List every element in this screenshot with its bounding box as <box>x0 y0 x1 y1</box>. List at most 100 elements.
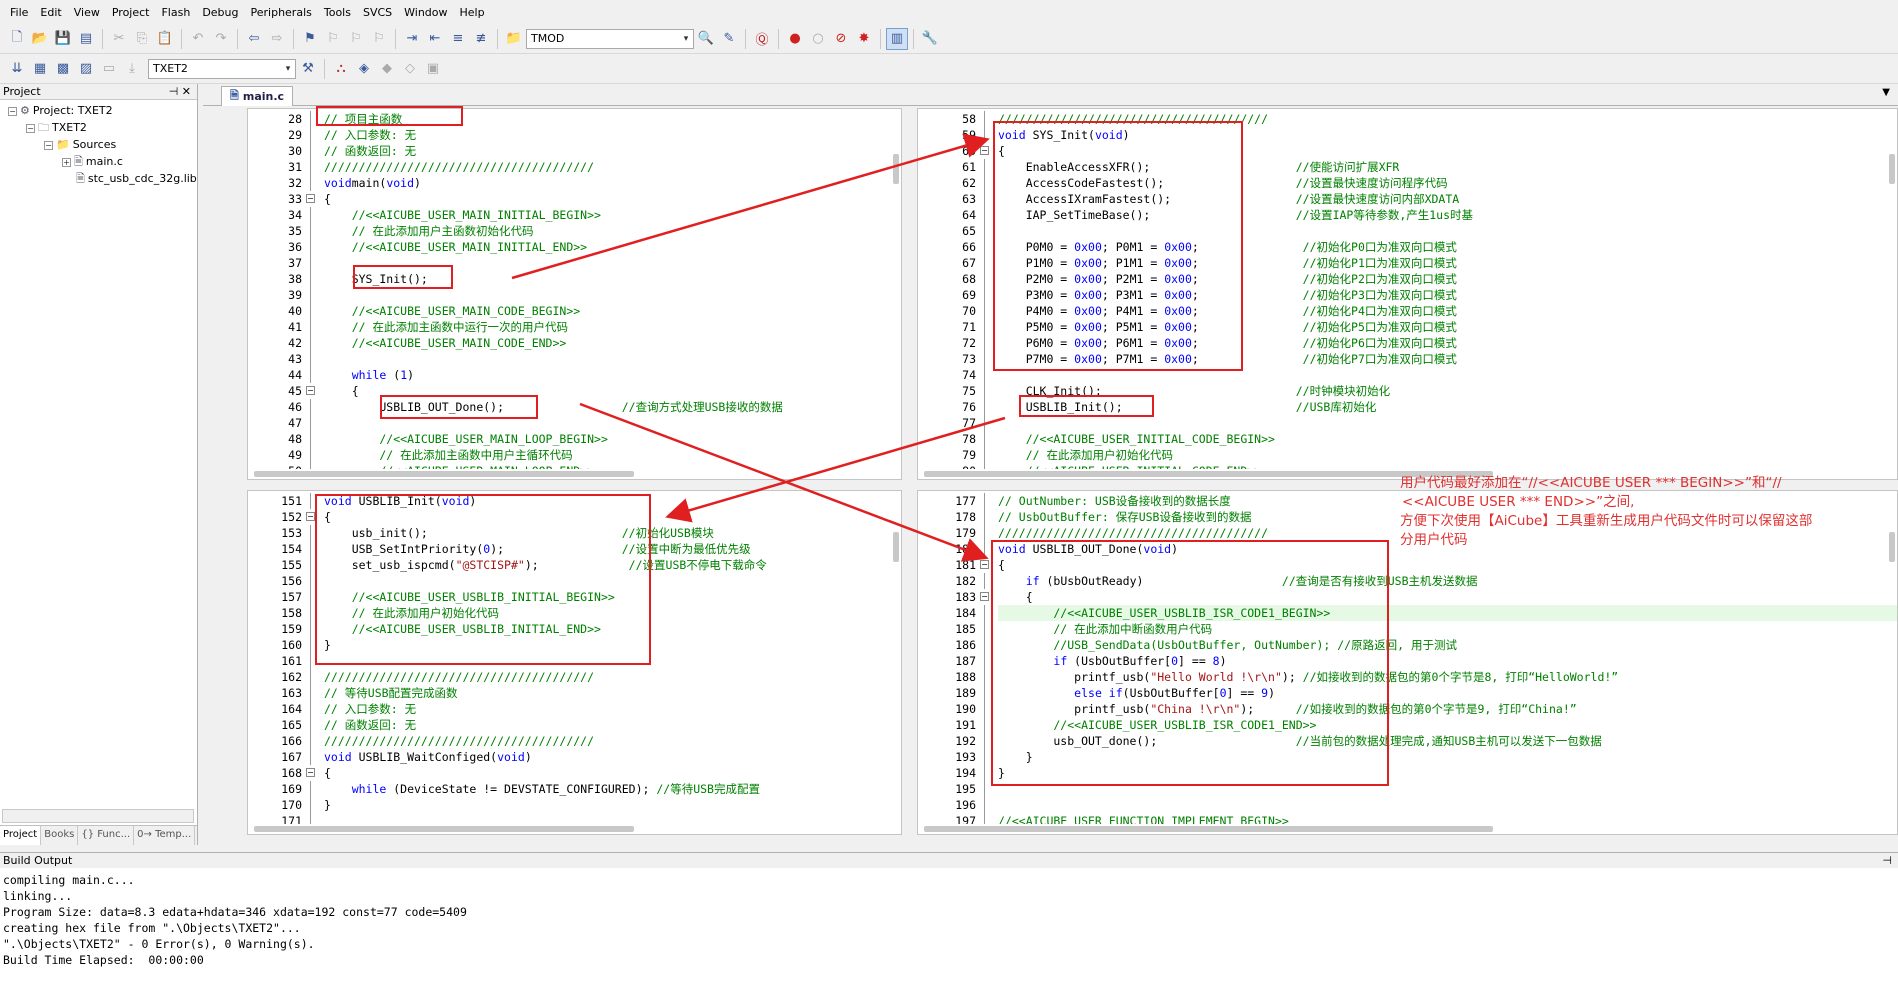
copy-icon[interactable]: ⎘ <box>136 31 148 46</box>
code-line[interactable]: if (UsbOutBuffer[0] == 8) <box>998 653 1897 669</box>
code-line[interactable]: else if(UsbOutBuffer[0] == 9) <box>998 685 1897 701</box>
code-line[interactable]: // 项目主函数 <box>324 111 901 127</box>
pin-icon[interactable]: ⊣ <box>1882 854 1892 867</box>
find-icon[interactable]: 🔍 <box>697 31 715 46</box>
code-line[interactable]: { <box>324 765 901 781</box>
manage-components-icon[interactable]: ⛬ <box>336 61 346 76</box>
redo-icon[interactable]: ↷ <box>215 31 227 46</box>
batch-build-icon[interactable]: ▨ <box>79 61 93 76</box>
fold-icon[interactable]: − <box>980 560 989 569</box>
code-line[interactable]: //<<AICUBE_USER_USBLIB_ISR_CODE1_BEGIN>> <box>998 605 1897 621</box>
code-line[interactable] <box>998 223 1897 239</box>
new-file-icon[interactable]: 🗋 <box>11 29 23 45</box>
tab-list-icon[interactable]: ▼ <box>1882 87 1890 98</box>
code-line[interactable]: // 入口参数: 无 <box>324 127 901 143</box>
code-line[interactable]: //USB_SendData(UsbOutBuffer, OutNumber);… <box>998 637 1897 653</box>
menu-peripherals[interactable]: Peripherals <box>250 5 312 19</box>
code-line[interactable]: SYS_Init(); <box>324 271 901 287</box>
project-tab-1[interactable]: Books <box>41 826 79 845</box>
code-line[interactable]: voidmain(void) <box>324 175 901 191</box>
tree-item[interactable]: −📁Sources <box>44 137 116 153</box>
code-line[interactable]: USB_SetIntPriority(0); //设置中断为最低优先级 <box>324 541 901 557</box>
target-select[interactable]: TXET2▾ <box>148 58 296 79</box>
code-line[interactable]: AccessCodeFastest(); //设置最快速度访问程序代码 <box>998 175 1897 191</box>
code-line[interactable]: // 在此添加主函数中运行一次的用户代码 <box>324 319 901 335</box>
code-line[interactable]: P6M0 = 0x00; P6M1 = 0x00; //初始化P6口为准双向口模… <box>998 335 1897 351</box>
tree-item[interactable]: 🗎stc_usb_cdc_32g.lib <box>62 171 197 187</box>
window-layout-icon[interactable]: ▥ <box>886 27 908 50</box>
menu-edit[interactable]: Edit <box>40 5 62 19</box>
code-line[interactable]: /////////////////////////////////////// <box>998 111 1897 127</box>
pin-icon[interactable]: ⊣ ✕ <box>168 85 191 98</box>
editor-pane-top-right[interactable]: 58//////////////////////////////////////… <box>917 108 1898 480</box>
vertical-scroll-thumb[interactable] <box>1889 532 1895 562</box>
code-line[interactable]: { <box>324 509 901 525</box>
horizontal-scrollbar[interactable] <box>918 469 1897 479</box>
menu-svcs[interactable]: SVCS <box>362 5 393 19</box>
code-line[interactable] <box>998 781 1897 797</box>
indent-icon[interactable]: ⇥ <box>406 31 418 46</box>
fold-icon[interactable]: − <box>306 194 315 203</box>
vertical-scroll-thumb[interactable] <box>1889 154 1895 184</box>
code-line[interactable]: P2M0 = 0x00; P2M1 = 0x00; //初始化P2口为准双向口模… <box>998 271 1897 287</box>
code-line[interactable] <box>324 351 901 367</box>
code-line[interactable]: // 在此添加中断函数用户代码 <box>998 621 1897 637</box>
breakpoint-clear-icon[interactable]: ✸ <box>858 31 870 46</box>
bookmark-prev-icon[interactable]: ⚐ <box>327 31 339 46</box>
menu-view[interactable]: View <box>73 5 100 19</box>
save-all-icon[interactable]: ▤ <box>79 31 93 46</box>
fold-icon[interactable]: − <box>306 386 315 395</box>
code-line[interactable]: // 在此添加用户初始化代码 <box>998 447 1897 463</box>
code-line[interactable]: /////////////////////////////////////// <box>998 525 1897 541</box>
code-line[interactable] <box>324 255 901 271</box>
target-options-icon[interactable]: ⚒ <box>302 61 314 76</box>
code-line[interactable]: } <box>324 637 901 653</box>
scroll-thumb[interactable] <box>254 471 634 477</box>
menu-window[interactable]: Window <box>404 5 448 19</box>
code-line[interactable]: // 等待USB配置完成函数 <box>324 685 901 701</box>
configure-icon[interactable]: 🔧 <box>921 31 939 46</box>
bookmark-icon[interactable]: ⚑ <box>304 31 316 46</box>
code-line[interactable]: } <box>998 749 1897 765</box>
cut-icon[interactable]: ✂ <box>113 31 125 46</box>
rte-icon[interactable]: ▣ <box>426 61 440 76</box>
code-line[interactable]: // 函数返回: 无 <box>324 143 901 159</box>
comment-icon[interactable]: ≡ <box>452 31 464 46</box>
bookmark-clear-icon[interactable]: ⚐ <box>373 31 385 46</box>
find-combo[interactable]: TMOD▾ <box>526 28 694 49</box>
code-line[interactable]: { <box>998 557 1897 573</box>
horizontal-scrollbar[interactable] <box>248 469 901 479</box>
code-line[interactable]: P7M0 = 0x00; P7M1 = 0x00; //初始化P7口为准双向口模… <box>998 351 1897 367</box>
nav-forward-icon[interactable]: ⇨ <box>271 31 283 46</box>
menu-flash[interactable]: Flash <box>161 5 191 19</box>
code-line[interactable]: { <box>998 143 1897 159</box>
project-tab-0[interactable]: Project <box>0 826 42 845</box>
code-line[interactable]: //<<AICUBE_USER_INITIAL_CODE_BEGIN>> <box>998 431 1897 447</box>
code-line[interactable] <box>998 415 1897 431</box>
expand-icon[interactable]: + <box>62 157 71 167</box>
select-pack-icon[interactable]: ◈ <box>359 61 369 76</box>
code-line[interactable]: void USBLIB_Init(void) <box>324 493 901 509</box>
pack-installer-icon[interactable]: ◇ <box>405 61 415 76</box>
code-line[interactable]: void SYS_Init(void) <box>998 127 1897 143</box>
tree-item[interactable]: −⚙Project: TXET2 <box>8 103 113 119</box>
breakpoint-kill-icon[interactable]: ⊘ <box>835 31 847 46</box>
code-line[interactable]: P4M0 = 0x00; P4M1 = 0x00; //初始化P4口为准双向口模… <box>998 303 1897 319</box>
build-icon[interactable]: ▦ <box>33 61 47 76</box>
scroll-thumb[interactable] <box>924 826 1493 832</box>
code-line[interactable]: // 在此添加主函数中用户主循环代码 <box>324 447 901 463</box>
code-line[interactable]: //<<AICUBE_USER_MAIN_INITIAL_BEGIN>> <box>324 207 901 223</box>
menu-project[interactable]: Project <box>111 5 150 19</box>
code-line[interactable]: //<<AICUBE_USER_MAIN_CODE_END>> <box>324 335 901 351</box>
code-line[interactable]: { <box>324 383 901 399</box>
code-line[interactable]: // 函数返回: 无 <box>324 717 901 733</box>
code-line[interactable]: usb_OUT_done(); //当前包的数据处理完成,通知USB主机可以发送… <box>998 733 1897 749</box>
undo-icon[interactable]: ↶ <box>192 31 204 46</box>
rebuild-icon[interactable]: ▩ <box>56 61 70 76</box>
code-line[interactable]: //<<AICUBE_USER_MAIN_CODE_BEGIN>> <box>324 303 901 319</box>
pane-splitter-horizontal[interactable] <box>247 480 1898 490</box>
code-line[interactable]: { <box>324 191 901 207</box>
vertical-scroll-thumb[interactable] <box>893 532 899 562</box>
